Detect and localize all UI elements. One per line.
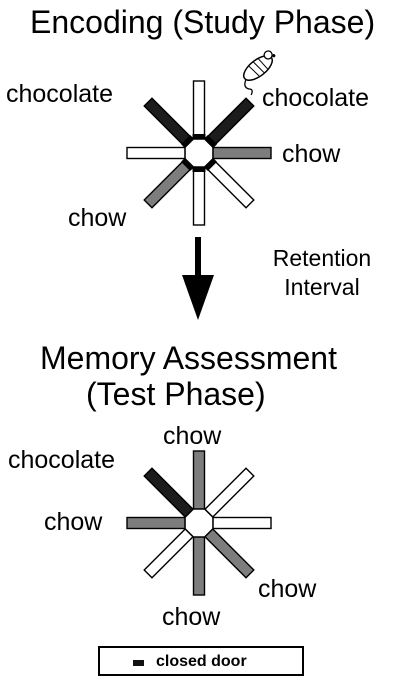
closed-door-swatch [133,660,144,666]
test-title-line-1: Memory Assessment [40,340,337,376]
encoding-arm-6 [126,146,186,160]
test-label-chow-bottom: chow [162,603,221,631]
test-label-chocolate-left: chocolate [8,446,116,474]
encoding-arm-0 [192,80,206,140]
encoding-arm-2 [212,146,272,160]
retention-interval-label: Retention Interval [262,244,382,302]
rat-icon [242,50,276,96]
encoding-radial-maze [126,80,272,226]
test-arm-4 [192,536,206,596]
retention-arrow [182,237,214,320]
encoding-closed-door-5 [180,158,194,172]
test-radial-maze [126,450,272,596]
encoding-closed-door-4 [192,167,206,172]
encoding-closed-door-7 [180,134,194,148]
legend-label: closed door [156,653,247,670]
encoding-arm-4 [192,166,206,226]
test-arm-1 [204,467,255,518]
test-arm-3 [204,528,255,579]
test-arm-0 [192,450,206,510]
retention-line-1: Retention [272,245,372,271]
test-arm-5 [143,528,194,579]
test-label-chow-left: chow [44,508,103,536]
legend-box: closed door [98,646,304,676]
test-center-platform [184,508,214,538]
encoding-label-chow-left: chow [68,204,127,232]
retention-line-2: Interval [284,274,360,300]
test-label-chow-right: chow [258,575,317,603]
encoding-closed-door-0 [192,134,206,139]
encoding-closed-door-1 [204,134,218,148]
encoding-label-chocolate-right: chocolate [262,84,370,112]
test-label-chow-top: chow [163,422,222,450]
encoding-center-platform [184,138,214,168]
encoding-title: Encoding (Study Phase) [30,4,376,40]
test-arm-2 [212,516,272,530]
encoding-label-chow-right: chow [282,140,341,168]
test-arm-6 [126,516,186,530]
encoding-label-chocolate-left: chocolate [6,80,114,108]
test-title-line-2: (Test Phase) [86,376,266,412]
test-arm-7 [143,467,194,518]
encoding-closed-door-3 [204,158,218,172]
